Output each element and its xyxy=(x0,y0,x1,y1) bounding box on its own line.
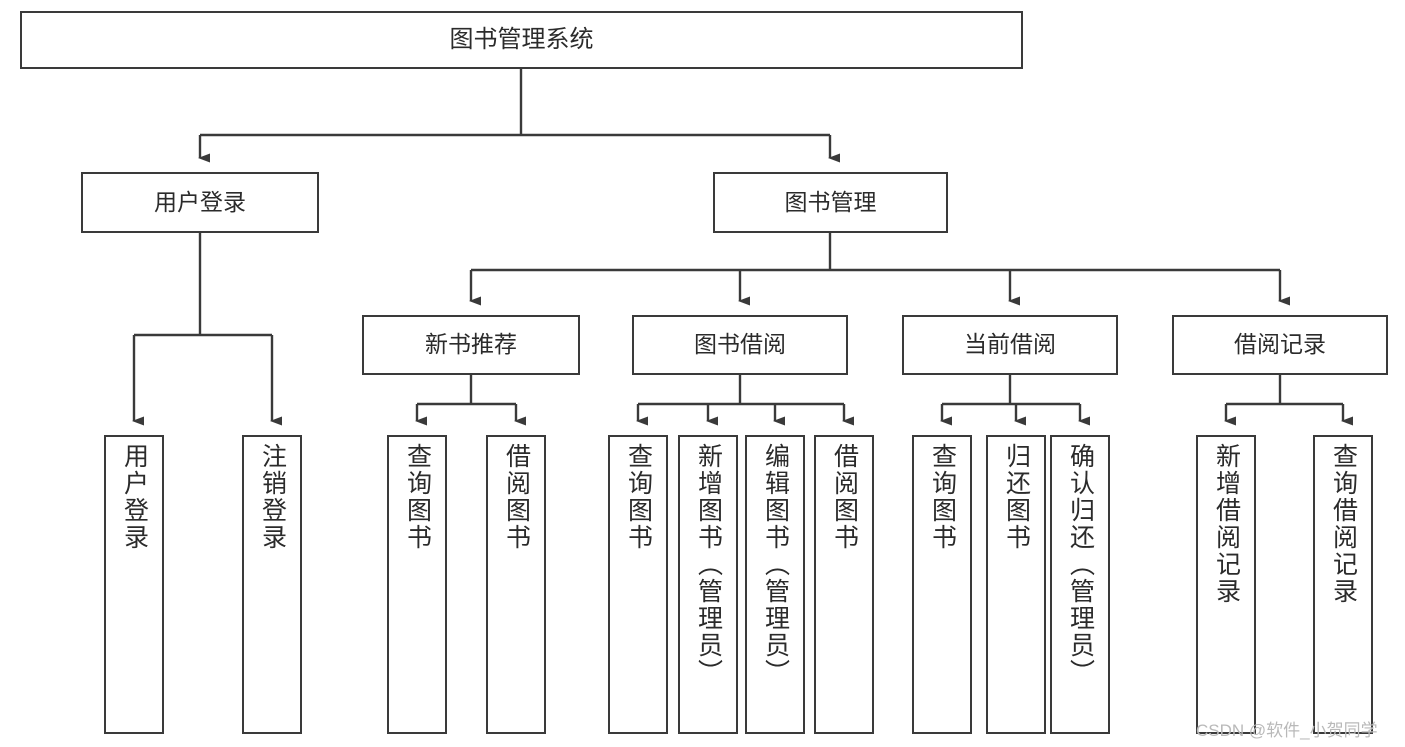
node-label: 注销登录 xyxy=(258,443,287,551)
node-label: 用户登录 xyxy=(154,188,246,215)
node-current-borrow[interactable]: 当前借阅 xyxy=(902,315,1118,375)
node-label: 当前借阅 xyxy=(964,331,1056,358)
node-label: 用户登录 xyxy=(120,443,149,551)
node-leaf-return-books[interactable]: 归还图书 xyxy=(986,435,1046,734)
node-label: 归还图书 xyxy=(1002,443,1031,551)
node-label: 图书管理系统 xyxy=(449,25,594,53)
node-label: 新书推荐 xyxy=(425,331,517,358)
node-leaf-logout[interactable]: 注销登录 xyxy=(242,435,302,734)
node-label: 确认归还（管理员） xyxy=(1066,443,1095,686)
node-label: 图书借阅 xyxy=(694,331,786,358)
node-leaf-confirm-return[interactable]: 确认归还（管理员） xyxy=(1050,435,1110,734)
node-leaf-edit-book[interactable]: 编辑图书（管理员） xyxy=(745,435,805,734)
node-leaf-query-books-3[interactable]: 查询图书 xyxy=(912,435,972,734)
node-label: 编辑图书（管理员） xyxy=(761,443,790,686)
node-book-management[interactable]: 图书管理 xyxy=(713,172,948,233)
node-leaf-query-record[interactable]: 查询借阅记录 xyxy=(1313,435,1373,734)
node-label: 查询图书 xyxy=(624,443,653,551)
node-leaf-user-login[interactable]: 用户登录 xyxy=(104,435,164,734)
node-leaf-borrow-books-1[interactable]: 借阅图书 xyxy=(486,435,546,734)
node-label: 借阅记录 xyxy=(1234,331,1326,358)
node-label: 借阅图书 xyxy=(830,443,859,551)
node-leaf-add-record[interactable]: 新增借阅记录 xyxy=(1196,435,1256,734)
node-label: 查询图书 xyxy=(928,443,957,551)
node-book-borrow[interactable]: 图书借阅 xyxy=(632,315,848,375)
node-new-book-recommend[interactable]: 新书推荐 xyxy=(362,315,580,375)
node-borrow-record[interactable]: 借阅记录 xyxy=(1172,315,1388,375)
node-label: 新增图书（管理员） xyxy=(694,443,723,686)
node-leaf-query-books-2[interactable]: 查询图书 xyxy=(608,435,668,734)
node-leaf-add-book[interactable]: 新增图书（管理员） xyxy=(678,435,738,734)
node-label: 新增借阅记录 xyxy=(1212,443,1241,605)
node-user-login[interactable]: 用户登录 xyxy=(81,172,319,233)
node-leaf-query-books-1[interactable]: 查询图书 xyxy=(387,435,447,734)
node-label: 查询借阅记录 xyxy=(1329,443,1358,605)
node-root[interactable]: 图书管理系统 xyxy=(20,11,1023,69)
node-leaf-borrow-books-2[interactable]: 借阅图书 xyxy=(814,435,874,734)
node-label: 查询图书 xyxy=(403,443,432,551)
watermark-text: CSDN @软件_小贺同学 xyxy=(1196,721,1378,740)
node-label: 借阅图书 xyxy=(502,443,531,551)
node-label: 图书管理 xyxy=(784,188,877,215)
